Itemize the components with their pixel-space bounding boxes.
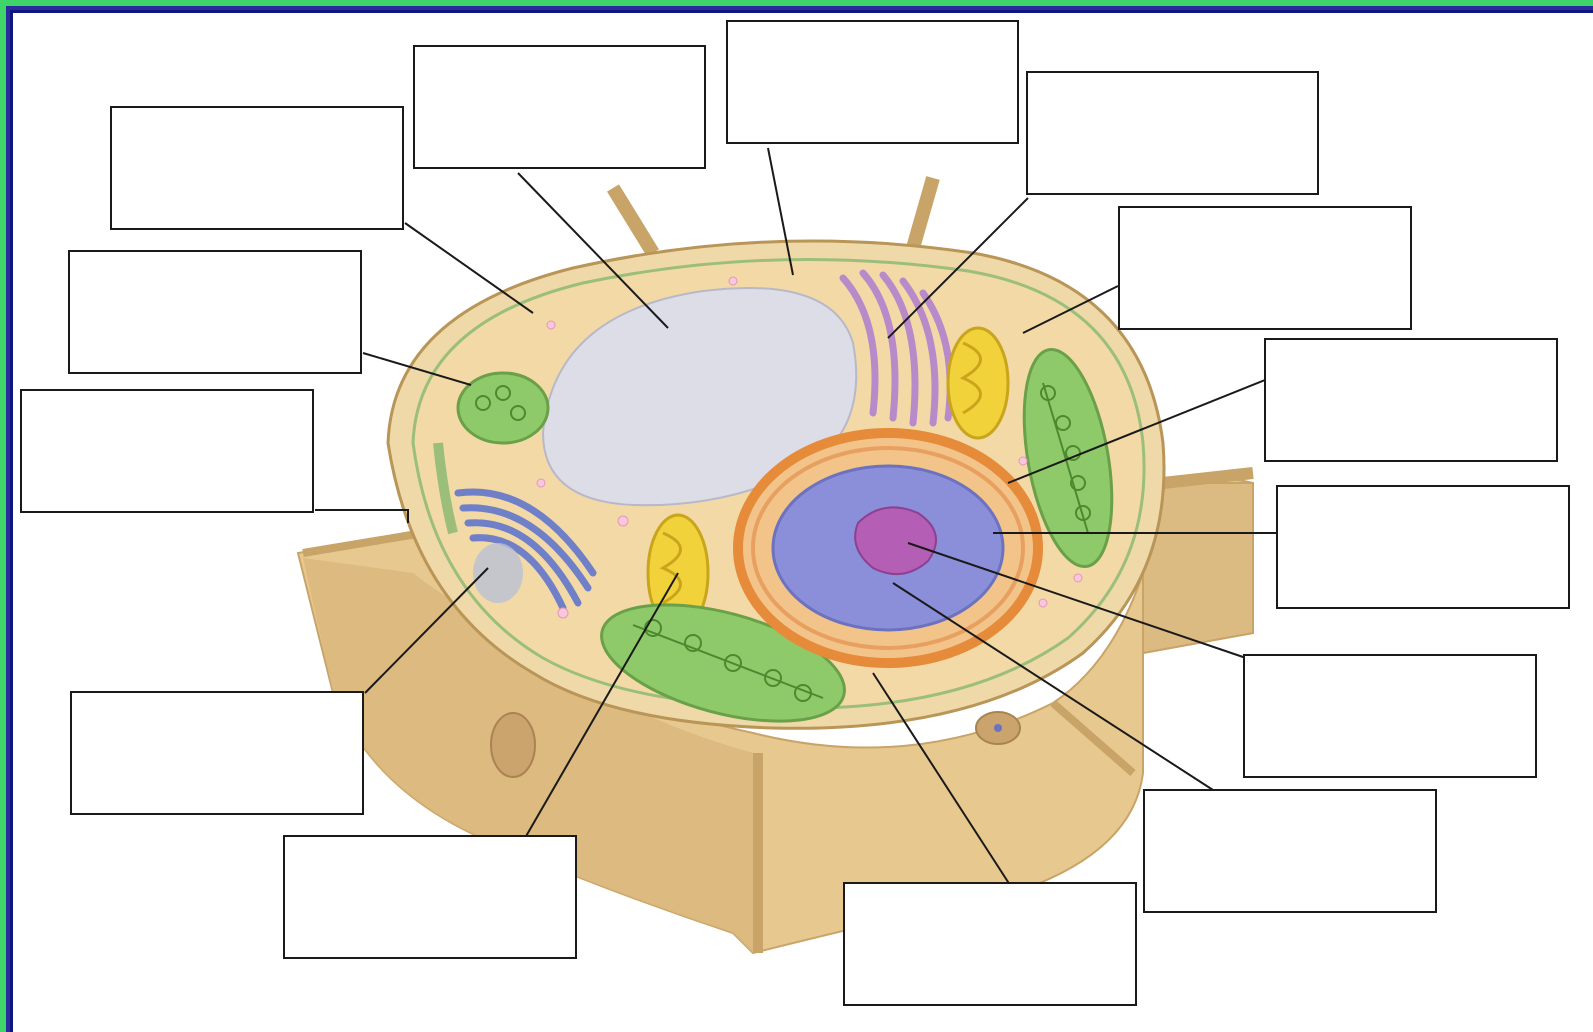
label-box-central-vacuole[interactable] (413, 45, 706, 169)
wall-rib-top-right (913, 178, 933, 248)
label-box-golgi-top[interactable] (1026, 71, 1319, 195)
label-box-golgi-left[interactable] (70, 691, 364, 815)
nucleolus (855, 507, 936, 574)
label-box-chloroplast[interactable] (68, 250, 362, 374)
label-box-vesicle[interactable] (1118, 206, 1412, 330)
label-box-cell-membrane[interactable] (110, 106, 404, 230)
label-box-plasmodesmata[interactable] (20, 389, 314, 513)
plasmodesma-pit-left (491, 713, 535, 777)
wall-rib-top-left (613, 188, 653, 253)
mitochondrion-top (948, 328, 1008, 438)
label-box-nucleus[interactable] (1276, 485, 1570, 609)
label-box-cytoplasm[interactable] (843, 882, 1137, 1006)
label-box-mitochondrion[interactable] (283, 835, 577, 959)
label-box-nucleolus[interactable] (1243, 654, 1537, 778)
label-box-nuclear-envelope[interactable] (1143, 789, 1437, 913)
diagram-canvas (10, 10, 1593, 1032)
label-box-endoplasmic-reticulum[interactable] (1264, 338, 1558, 462)
chloroplast-left (458, 373, 548, 443)
golgi-vesicle-cluster (473, 543, 523, 603)
label-box-cell-wall[interactable] (726, 20, 1019, 144)
